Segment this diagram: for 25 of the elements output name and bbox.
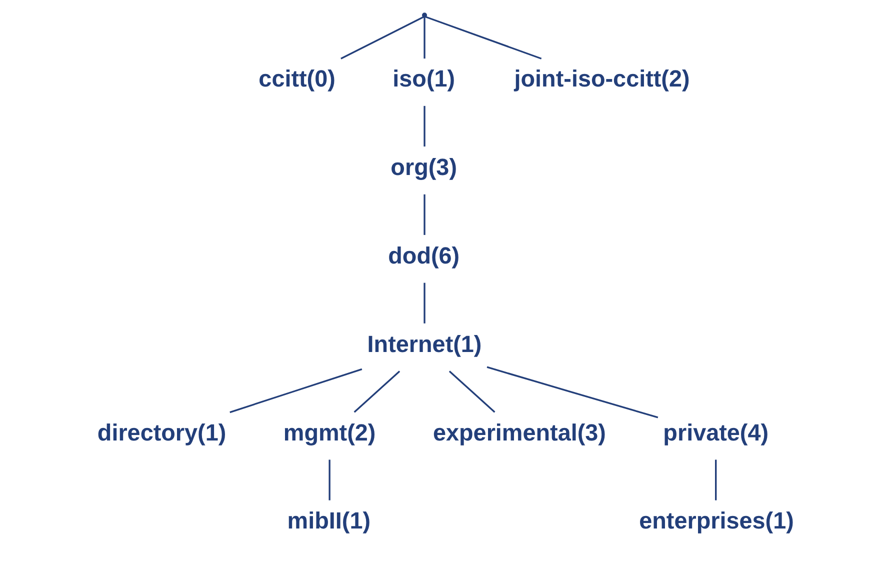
node-text: iso(1) — [392, 65, 456, 92]
connector — [486, 366, 658, 418]
connector — [424, 194, 426, 235]
node-text: experimental(3) — [432, 419, 606, 446]
connector — [340, 16, 424, 60]
node-text: mgmt(2) — [283, 419, 376, 446]
node-text: enterprises(1) — [639, 508, 794, 534]
connector — [424, 106, 426, 147]
connector — [230, 368, 362, 414]
connector — [448, 370, 496, 413]
node-text: ccitt(0) — [258, 65, 336, 92]
connector — [715, 460, 717, 500]
node-text: joint-iso-ccitt(2) — [514, 65, 690, 92]
node-point — [422, 12, 428, 18]
node-text: org(3) — [390, 154, 458, 180]
node-text: Internet(1) — [367, 330, 482, 357]
connector — [354, 370, 400, 413]
node-text: private(4) — [663, 419, 769, 446]
connector — [328, 460, 330, 500]
connector — [424, 17, 426, 59]
connector — [424, 282, 426, 324]
node-text: mibII(1) — [287, 508, 371, 534]
node-text: dod(6) — [388, 242, 460, 268]
node-text: directory(1) — [97, 419, 226, 446]
connector — [425, 16, 542, 60]
